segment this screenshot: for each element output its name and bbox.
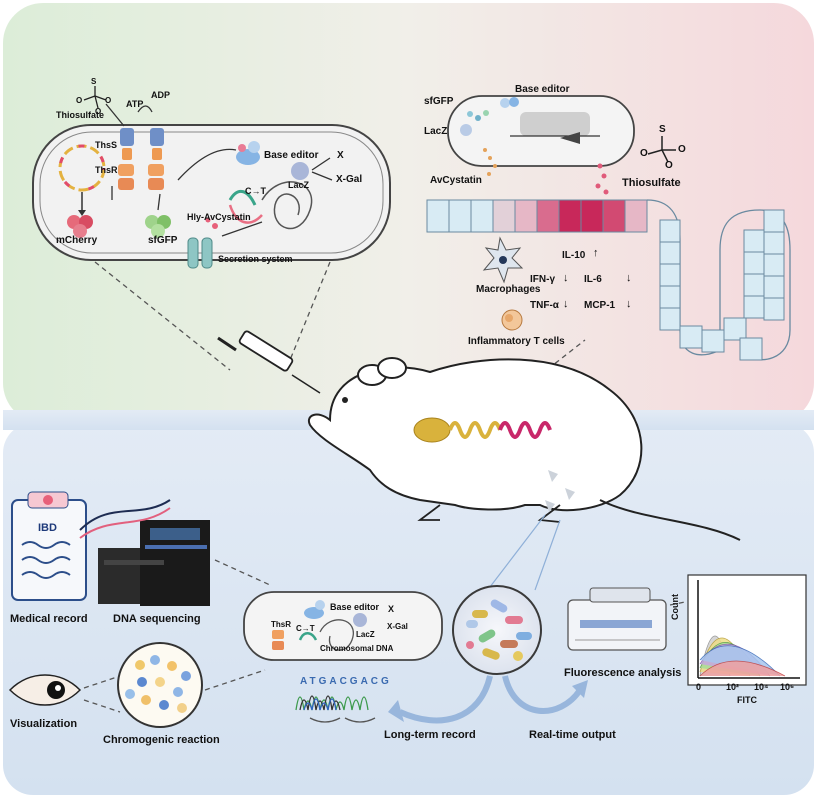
ifn-gamma-label: IFN-γ [530,274,555,285]
thiosulfate-secretion [595,163,609,195]
thiosulfate-molecule-icon-left [83,86,107,109]
oxygen-atom-label-right-3: O [665,160,673,171]
avcystatin-label: AvCystatin [430,175,482,186]
lacz-label-top: LacZ [288,180,310,190]
thsr-label-bottom: ThsR [271,620,291,629]
lacz-label-bottom: LacZ [356,630,375,639]
fitc-histogram-panel [687,574,807,686]
gut-bacterium-top-right [447,95,635,195]
medical-record-icon [11,491,87,601]
mcp1-down-arrow: ↓ [626,298,632,310]
thiosulfate-label-right: Thiosulfate [622,177,681,189]
t-cell-icon [501,309,523,331]
long-term-record-arrow [398,675,493,724]
oxygen-atom-label-left-2: O [105,96,112,105]
real-time-output-arrow [502,675,583,714]
c-to-t-label-bottom: C→T [296,624,315,633]
secretion-system-label: Secretion system [218,254,293,264]
thss-label: ThsS [95,140,118,150]
thiosulfate-label-left: Thiosulfate [56,110,105,120]
ibd-label: IBD [38,522,57,534]
real-time-output-label: Real-time output [529,729,616,741]
mcherry-protein-icon [67,215,93,238]
macrophage-icon [482,236,524,284]
histogram-y-axis-label: Count [670,594,680,620]
histogram-tick-1: 10² [726,682,740,692]
base-editor-label-right: Base editor [515,84,570,95]
x-label-bottom: X [388,604,395,614]
dna-sequencing-label: DNA sequencing [113,613,201,625]
visualization-label: Visualization [10,718,78,730]
lacz-enzyme-icon [291,162,309,180]
il6-label: IL-6 [584,274,602,285]
flow-cytometer-icon [567,587,667,651]
sfgfp-protein-icon [145,215,171,238]
syringe-icon [217,330,321,394]
eye-icon [8,674,82,706]
histogram-tick-0: 0 [696,682,702,692]
tnf-alpha-down-arrow: ↓ [563,298,569,310]
histogram-x-axis-label: FITC [737,695,757,705]
histogram-tick-2: 10⁴ [754,682,769,692]
base-editor-label-bottom: Base editor [330,602,380,612]
chromogenic-reaction-label: Chromogenic reaction [103,734,220,746]
oxygen-atom-label-right-2: O [678,144,686,155]
lacz-label-right: LacZ [424,126,448,137]
histogram-tick-3: 10⁶ [780,682,795,692]
dna-sequencer-icon [79,499,210,606]
il10-up-arrow: ↑ [593,247,599,259]
chromogenic-plate-icon [117,642,203,728]
avcystatin-secretion [483,148,497,176]
tnf-alpha-label: TNF-α [530,300,559,311]
microbiome-sample-icon [452,514,561,675]
oxygen-atom-label-left-1: O [76,96,83,105]
inflammatory-t-cells-label: Inflammatory T cells [468,336,565,347]
sequence-label: ATGACGACG [300,676,392,687]
base-editor-icon [236,141,260,165]
mouse-illustration [307,357,741,541]
sfgfp-label-left: sfGFP [148,235,178,246]
fluorescence-analysis-label: Fluorescence analysis [564,667,682,679]
x-gal-label-top: X-Gal [336,174,363,185]
engineered-bacterium-top [32,124,391,269]
secretion-system-icon [187,217,218,269]
sulfur-atom-label-right: S [659,124,666,135]
medical-record-label: Medical record [10,613,88,625]
thiosulfate-molecule-icon-right [647,136,676,163]
long-term-record-label: Long-term record [384,729,476,741]
adp-label: ADP [151,90,171,100]
thsr-label-top: ThsR [95,165,118,175]
oxygen-atom-label-right-1: O [640,148,648,159]
oxygen-atom-label-left-3: O [95,107,102,116]
base-editor-label-top: Base editor [264,150,319,161]
sulfur-atom-label-left: S [91,77,97,86]
engineered-bacterium-bottom [243,591,443,661]
chromosomal-dna-label: Chromosomal DNA [320,644,394,653]
sanger-chromatogram [295,695,376,723]
ifn-gamma-down-arrow: ↓ [563,272,569,284]
x-gal-label-bottom: X-Gal [387,622,408,631]
intestinal-epithelium [426,199,791,361]
mcherry-label: mCherry [56,235,98,246]
hly-avcystatin-label: Hly-AvCystatin [187,212,251,222]
il10-label: IL-10 [562,250,586,261]
mcp1-label: MCP-1 [584,300,616,311]
atp-label: ATP [126,99,144,109]
il6-down-arrow: ↓ [626,272,632,284]
x-label-top: X [337,150,344,161]
c-to-t-label-top: C→T [245,186,266,196]
sfgfp-label-right: sfGFP [424,96,454,107]
macrophages-label: Macrophages [476,284,541,295]
